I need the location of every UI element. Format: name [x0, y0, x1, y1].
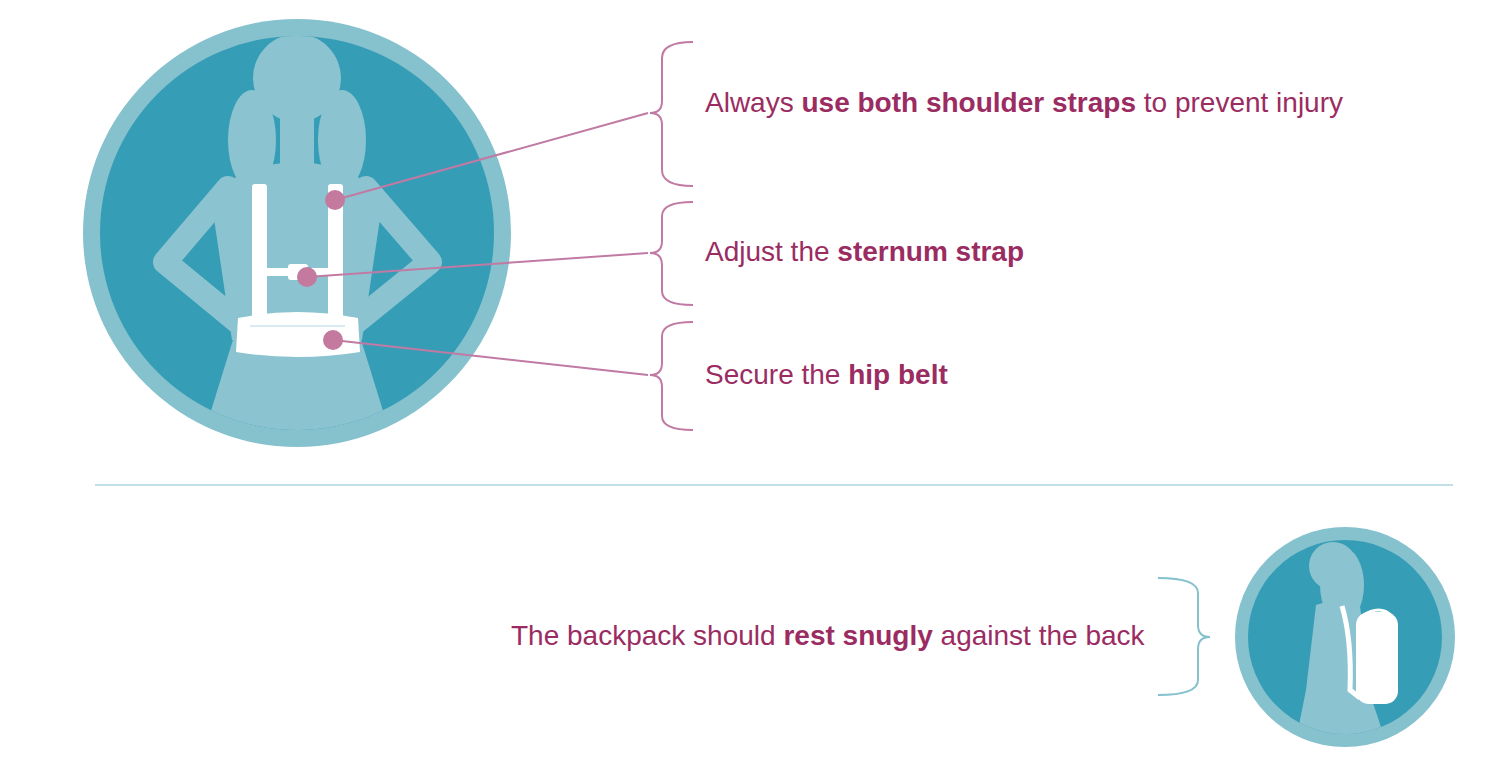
label-word: back [1085, 620, 1144, 651]
label-word: injury [1276, 87, 1343, 118]
label-word: strap [956, 236, 1024, 267]
label-word: the [1039, 620, 1078, 651]
label-word [890, 359, 898, 390]
label-word [1268, 87, 1276, 118]
label-word [685, 620, 693, 651]
girl-back-silhouette [165, 34, 430, 440]
label-word: to [1144, 87, 1167, 118]
callout-label: The backpack should rest snugly against … [511, 617, 1145, 655]
label-word: Secure [705, 359, 794, 390]
label-word: straps [1052, 87, 1136, 118]
label-word [840, 359, 848, 390]
label-word [559, 620, 567, 651]
label-word: Always [705, 87, 794, 118]
label-word: should [693, 620, 776, 651]
label-word [794, 359, 802, 390]
label-word: Adjust [705, 236, 783, 267]
label-word [783, 236, 791, 267]
separator-line [95, 484, 1453, 486]
label-word: the [802, 359, 841, 390]
label-word: rest [783, 620, 834, 651]
circle-ring [83, 19, 511, 447]
label-word: hip [848, 359, 890, 390]
label-word: use [801, 87, 849, 118]
label-word [933, 620, 941, 651]
label-word [835, 620, 843, 651]
label-word: snugly [843, 620, 933, 651]
backpack-straps [236, 184, 360, 357]
callout-label: Always use both shoulder straps to preve… [705, 84, 1345, 122]
label-word [948, 236, 956, 267]
label-word: the [791, 236, 830, 267]
label-word [830, 236, 838, 267]
leader-lines [307, 113, 648, 375]
label-word [1078, 620, 1086, 651]
label-word: prevent [1175, 87, 1268, 118]
label-word [1167, 87, 1175, 118]
label-word: The [511, 620, 559, 651]
callout-label: Adjust the sternum strap [705, 233, 1345, 271]
curly-braces [650, 42, 693, 430]
label-word [794, 87, 802, 118]
label-word: belt [898, 359, 948, 390]
label-word: shoulder [926, 87, 1044, 118]
label-word [1136, 87, 1144, 118]
label-word [776, 620, 784, 651]
callout-dots [297, 190, 345, 350]
backpack-side [1342, 606, 1398, 704]
label-word: sternum [837, 236, 947, 267]
callout-label: Secure the hip belt [705, 356, 1345, 394]
label-word [918, 87, 926, 118]
curly-brace [1158, 578, 1210, 695]
label-word: against [941, 620, 1031, 651]
label-word [850, 87, 858, 118]
label-word [1031, 620, 1039, 651]
label-word: both [858, 87, 919, 118]
label-word: backpack [567, 620, 685, 651]
label-word [1044, 87, 1052, 118]
